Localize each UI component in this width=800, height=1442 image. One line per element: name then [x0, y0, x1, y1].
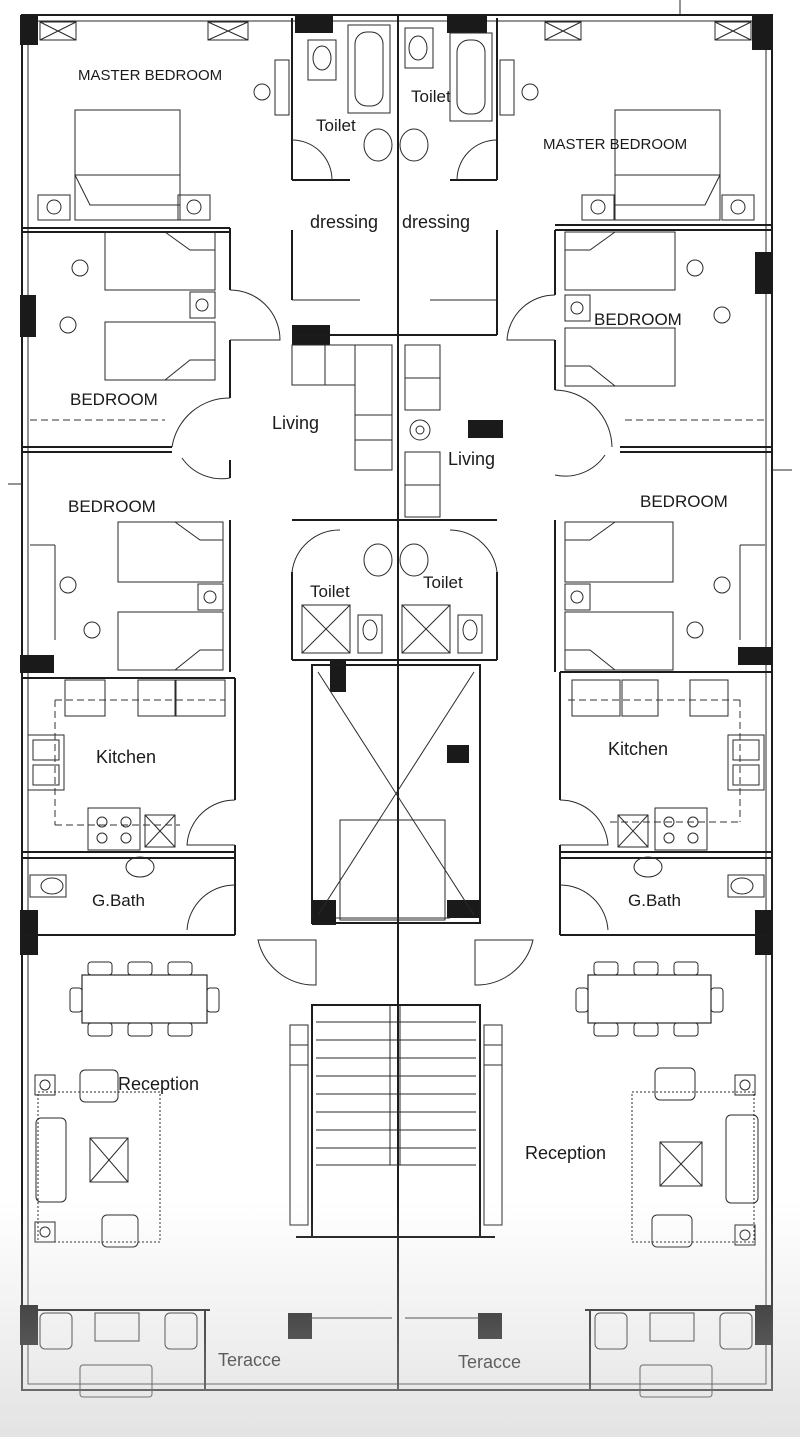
upper-bedroom-right-furniture — [564, 231, 731, 387]
top-windows — [39, 21, 752, 41]
kitchen-left-furniture — [27, 679, 226, 851]
label-reception-right: Reception — [525, 1143, 606, 1163]
label-gbath-right: G.Bath — [628, 891, 681, 910]
label-toilet-top-right: Toilet — [411, 87, 451, 106]
label-toilet-mid-left: Toilet — [310, 582, 350, 601]
label-bedroom-lower-right: BEDROOM — [640, 492, 728, 511]
staircase — [289, 1004, 503, 1238]
label-living-right: Living — [448, 449, 495, 469]
label-dressing-left: dressing — [310, 212, 378, 232]
elevator-shaft — [311, 664, 481, 924]
label-toilet-top-left: Toilet — [316, 116, 356, 135]
label-living-left: Living — [272, 413, 319, 433]
label-bedroom-upper-left: BEDROOM — [70, 390, 158, 409]
label-bedroom-upper-right: BEDROOM — [594, 310, 682, 329]
mid-toilet-fixtures — [301, 543, 483, 654]
label-master-bedroom-left: MASTER BEDROOM — [78, 67, 222, 84]
label-terrace-right: Teracce — [458, 1352, 521, 1372]
label-kitchen-left: Kitchen — [96, 747, 156, 767]
living-furniture — [291, 344, 441, 518]
interior-walls-right — [398, 18, 772, 1390]
lower-bedroom-left-furniture — [30, 521, 224, 671]
upper-bedroom-left-furniture — [59, 231, 216, 381]
label-gbath-left: G.Bath — [92, 891, 145, 910]
room-labels: MASTER BEDROOM MASTER BEDROOM Toilet Toi… — [68, 67, 728, 1372]
reception-seating-right — [631, 1067, 759, 1248]
dining-table-right — [575, 961, 724, 1037]
label-master-bedroom-right: MASTER BEDROOM — [543, 136, 687, 153]
kitchen-right-furniture — [568, 679, 765, 851]
label-terrace-left: Teracce — [218, 1350, 281, 1370]
door-swings — [171, 139, 613, 986]
label-dressing-right: dressing — [402, 212, 470, 232]
structural-columns — [20, 15, 772, 1345]
top-bathroom-fixtures — [307, 24, 493, 162]
master-bed-left — [37, 59, 290, 221]
label-reception-left: Reception — [118, 1074, 199, 1094]
guest-bath-fixtures — [29, 856, 765, 898]
master-bed-right — [499, 59, 755, 221]
label-bedroom-lower-left: BEDROOM — [68, 497, 156, 516]
reception-seating-left — [34, 1069, 161, 1248]
label-kitchen-right: Kitchen — [608, 739, 668, 759]
label-toilet-mid-right: Toilet — [423, 573, 463, 592]
dining-table-left — [69, 961, 220, 1037]
lower-bedroom-right-furniture — [564, 521, 765, 671]
